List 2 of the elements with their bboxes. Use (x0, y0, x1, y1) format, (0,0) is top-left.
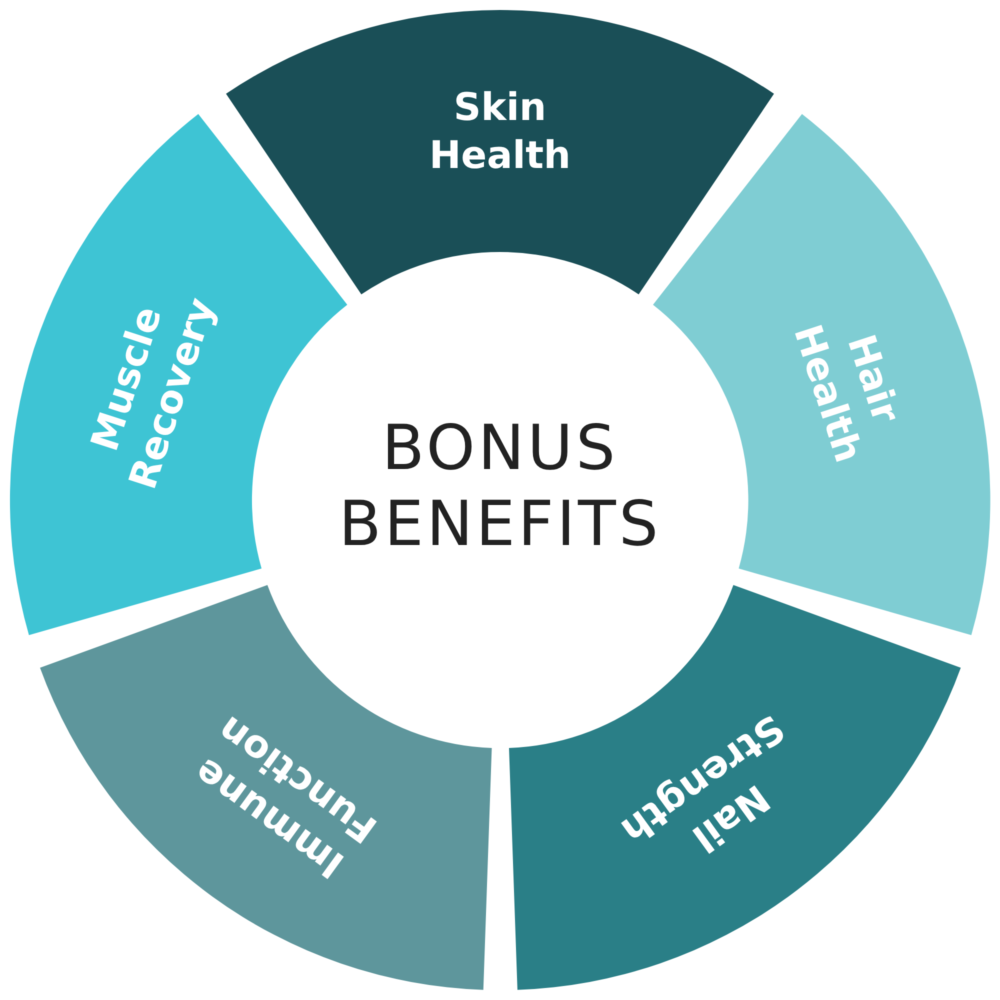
segment-label: Skin Health (428, 84, 572, 179)
center-label: BONUS BENEFITS (330, 410, 670, 562)
